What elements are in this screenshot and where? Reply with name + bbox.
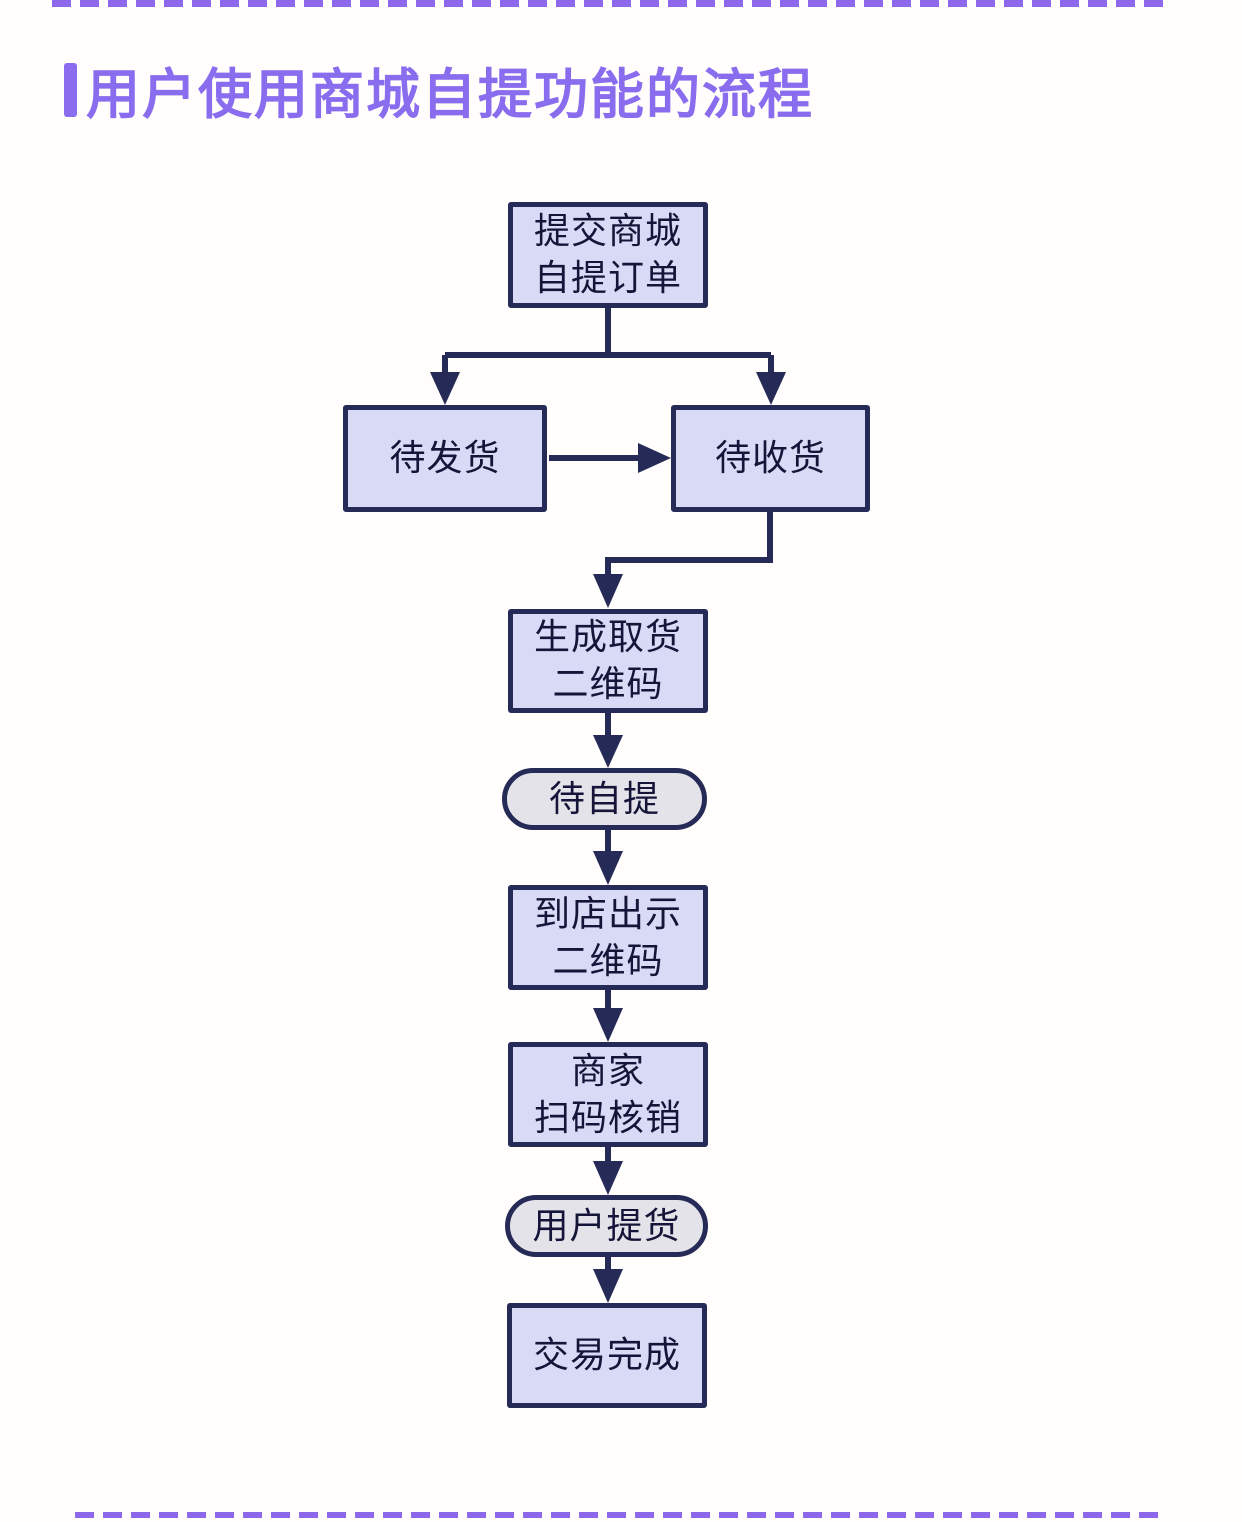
connector-pickup-to-done (593, 1257, 623, 1303)
connector-scan-to-pickup (593, 1147, 623, 1195)
arrowhead-down (593, 735, 623, 768)
node-label-line: 扫码核销 (533, 1096, 682, 1138)
node-label-line: 待自提 (548, 777, 660, 819)
node-label-line: 自提订单 (533, 257, 682, 298)
arrowhead-down (593, 1269, 623, 1303)
arrowhead-down (593, 1008, 623, 1042)
node-to-ship: 待发货 (343, 405, 547, 512)
arrowhead-to-ship (430, 372, 460, 405)
node-label-line: 商家 (570, 1049, 645, 1091)
node-label-line: 生成取货 (533, 616, 682, 658)
node-label-line: 提交商城 (533, 210, 682, 252)
node-label-line: 用户提货 (532, 1204, 681, 1246)
node-done: 交易完成 (507, 1303, 707, 1408)
node-show-qr: 到店出示 二维码 (508, 885, 708, 990)
connector-submit-split (430, 308, 786, 405)
arrowhead-down (593, 574, 623, 608)
node-label-line: 待发货 (389, 437, 501, 479)
arrowhead-right (638, 443, 671, 473)
node-label-line: 交易完成 (532, 1334, 681, 1376)
connector-await-to-show (593, 830, 623, 885)
connector-show-to-scan (593, 990, 623, 1042)
node-label-line: 二维码 (552, 939, 664, 981)
node-label-line: 到店出示 (533, 892, 682, 934)
node-await-pickup: 待自提 (502, 768, 707, 830)
arrowhead-down (593, 1161, 623, 1195)
node-to-receive: 待收货 (671, 405, 870, 512)
top-dashed-divider (52, 0, 1168, 7)
connector-ship-to-receive (549, 443, 671, 473)
node-generate-qr: 生成取货 二维码 (508, 609, 708, 713)
node-user-pickup: 用户提货 (505, 1195, 708, 1257)
node-merchant-scan: 商家 扫码核销 (508, 1042, 708, 1147)
arrowhead-down (593, 851, 623, 885)
page-title-text: 用户使用商城自提功能的流程 (86, 65, 814, 125)
title-accent-bar-icon (64, 62, 77, 117)
arrowhead-to-receive (756, 372, 786, 405)
node-submit-order: 提交商城 自提订单 (508, 202, 708, 308)
connector-receive-to-qr (593, 512, 773, 608)
connector-qr-to-await (593, 713, 623, 768)
bottom-dashed-divider (75, 1512, 1167, 1518)
node-label-line: 二维码 (552, 663, 664, 704)
page-title: 用户使用商城自提功能的流程 (64, 50, 814, 129)
node-label-line: 待收货 (714, 437, 826, 479)
